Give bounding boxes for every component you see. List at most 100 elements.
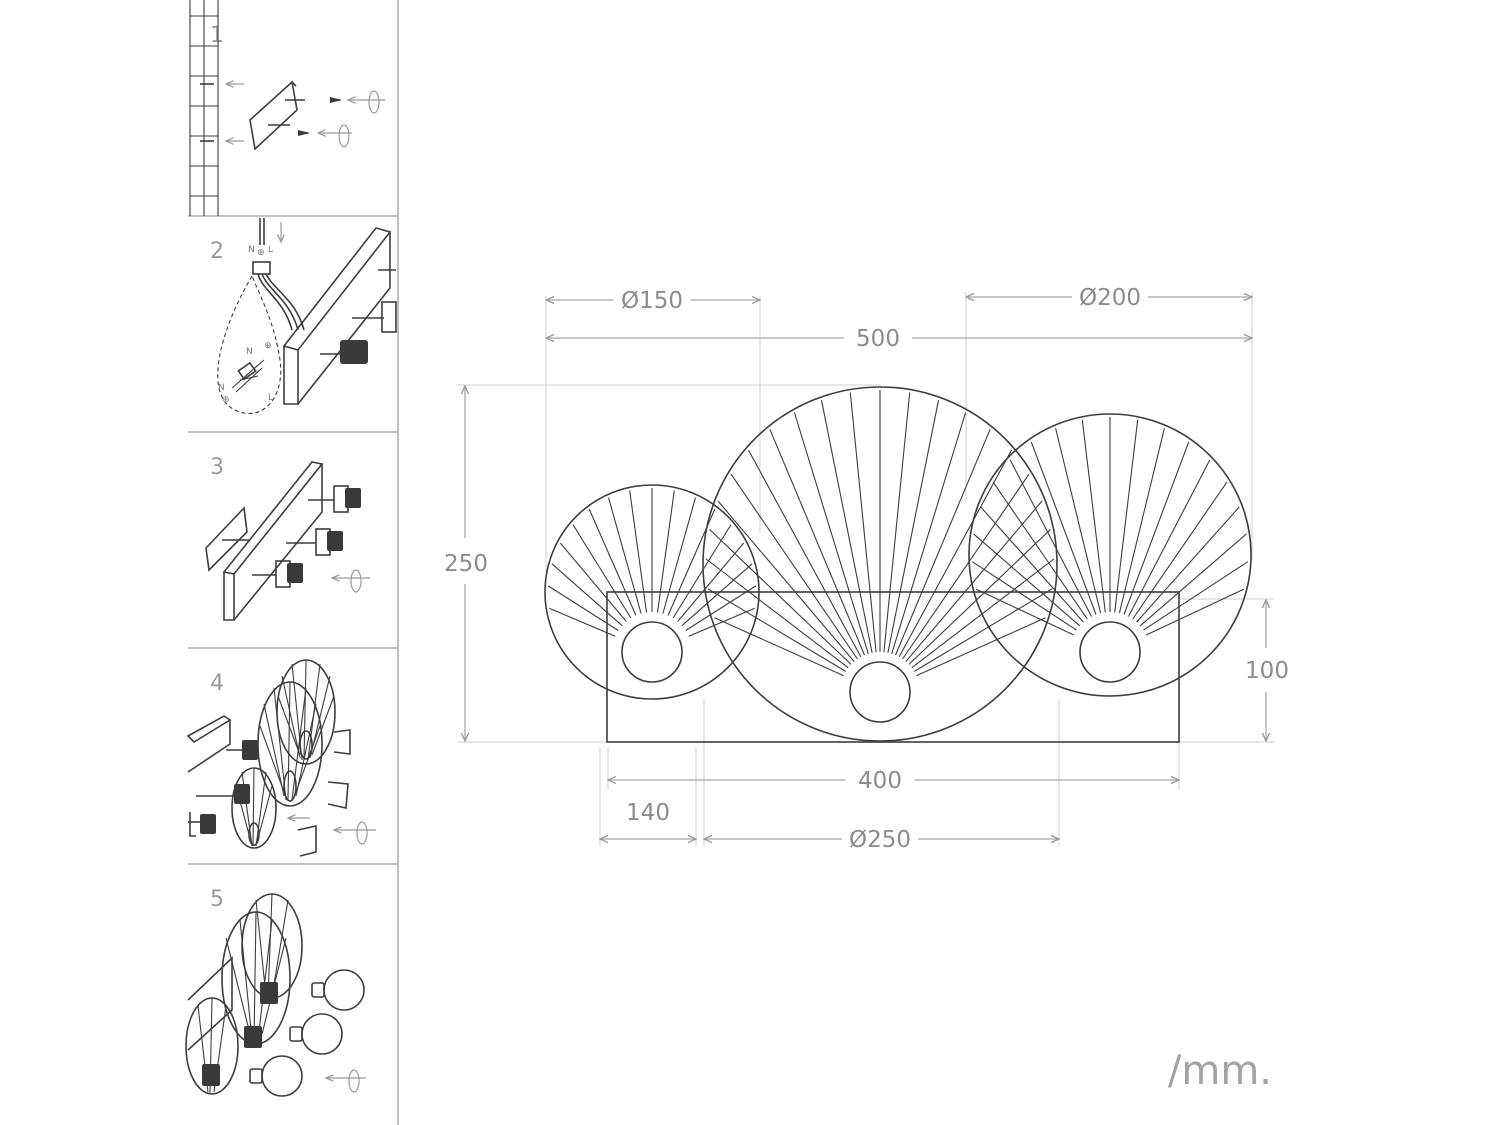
detail-label: ⊕ (264, 341, 272, 351)
wire-label-n: N (248, 245, 255, 255)
shade-wire (607, 497, 642, 614)
wiring-cable: N ⊕ L (248, 218, 305, 331)
shade-wire (717, 500, 855, 662)
step-4-panel: 4 (186, 659, 376, 857)
detail-label: N (246, 347, 253, 357)
shade-medium (257, 681, 323, 807)
dimension-drawing: Ø150 Ø200 500 250 100 400 1 (444, 285, 1289, 1094)
shade-wire (820, 399, 873, 653)
base-plate (606, 591, 1180, 743)
step-1-panel: 1 (189, 0, 385, 216)
shade-wire (898, 449, 1012, 658)
step-number: 2 (210, 239, 224, 264)
dim-label: 400 (858, 768, 902, 794)
shade-wire (547, 585, 619, 631)
shade-wire (1132, 481, 1228, 620)
dim-label: 100 (1245, 658, 1289, 684)
shade-wire (916, 617, 1046, 677)
detail-label: L (268, 393, 273, 403)
dim-label: 500 (856, 326, 900, 352)
shade-wire (1009, 459, 1092, 617)
shade-wire (902, 473, 1030, 660)
light-bulb-icon (249, 969, 365, 1097)
assembled-shades (185, 893, 303, 1095)
shade-wire (549, 607, 616, 637)
shade-small (231, 767, 277, 849)
dim-small-diameter: Ø150 (546, 288, 760, 314)
shade-wire (707, 588, 846, 672)
shade-wire (849, 392, 877, 653)
shade-wire (662, 497, 697, 614)
step-2-panel: 2 N ⊕ L N ⊕ N L ⊕ (210, 218, 397, 414)
brick-wall (189, 0, 219, 216)
extension-lines (458, 292, 1274, 846)
screw-icon (298, 97, 342, 136)
shade-wire (677, 542, 745, 622)
shade-wire (992, 481, 1088, 620)
dim-label: Ø150 (621, 288, 683, 314)
detail-label: ⊕ (222, 395, 230, 405)
shade-wire (894, 429, 991, 656)
shade-medium (968, 413, 1252, 697)
shade-wire (709, 529, 852, 665)
shade-wire (629, 490, 648, 613)
shade-wire (705, 558, 849, 669)
shade-large (702, 386, 1058, 742)
shade-wire (588, 508, 637, 616)
dim-offset: 140 (600, 800, 696, 839)
dim-label: Ø250 (849, 827, 911, 853)
shade-wire (714, 617, 844, 677)
shade-wire (769, 429, 866, 656)
rotate-arrow-icon (332, 569, 370, 593)
shade-wire (572, 524, 632, 619)
shade-wire (1139, 533, 1247, 627)
mounting-bar (222, 461, 324, 621)
dim-right-diameter: Ø200 (966, 285, 1252, 311)
rotate-arrow-icon (326, 1069, 366, 1093)
step-5-panel: 5 (185, 887, 366, 1097)
mounting-bar (186, 715, 232, 773)
shade-wire (908, 529, 1051, 665)
wire-label-earth: ⊕ (257, 248, 265, 258)
shade-wire (883, 392, 911, 653)
shade-wire (1123, 441, 1190, 615)
shade-wire (891, 412, 967, 654)
shade-wire (1055, 428, 1102, 614)
shade-wire (730, 473, 858, 660)
lamp-holders (252, 485, 361, 588)
shade-wire (1114, 419, 1139, 613)
step-number: 4 (210, 671, 224, 696)
dim-base-height: 100 (1245, 600, 1289, 741)
shade-wire (688, 607, 755, 637)
shade-wire (887, 399, 940, 653)
rotate-arrow-icon (334, 821, 376, 845)
shade-wire (1143, 561, 1249, 631)
step-number: 5 (210, 887, 224, 912)
detail-label: N (218, 383, 225, 393)
terminal-detail: N ⊕ N L ⊕ (217, 274, 282, 414)
dim-label: 250 (444, 551, 488, 577)
shade-wire (911, 558, 1055, 669)
shade-wire (1145, 588, 1244, 636)
step-3-panel: 3 (205, 455, 370, 621)
dim-base-width: 400 (608, 768, 1179, 794)
dim-label: 140 (626, 800, 670, 826)
shade-wire (748, 449, 862, 658)
unit-label: /mm. (1168, 1048, 1272, 1094)
lamp-holders (188, 729, 351, 857)
mounting-bar (282, 227, 397, 405)
dim-overall-width: 500 (546, 326, 1252, 352)
shade-wire (1118, 428, 1165, 614)
wire-label-l: L (268, 245, 273, 255)
shade-wire (559, 542, 627, 622)
shade-wire (793, 412, 869, 654)
dim-large-diameter: Ø250 (704, 827, 1059, 853)
dim-label: Ø200 (1079, 285, 1141, 311)
mounting-plate (249, 80, 305, 151)
step-number: 3 (210, 455, 224, 480)
shade-wire (976, 588, 1075, 636)
instruction-panels: 1 (185, 0, 399, 1125)
rotate-arrow-icon (318, 90, 385, 148)
shade-wire (656, 490, 675, 613)
